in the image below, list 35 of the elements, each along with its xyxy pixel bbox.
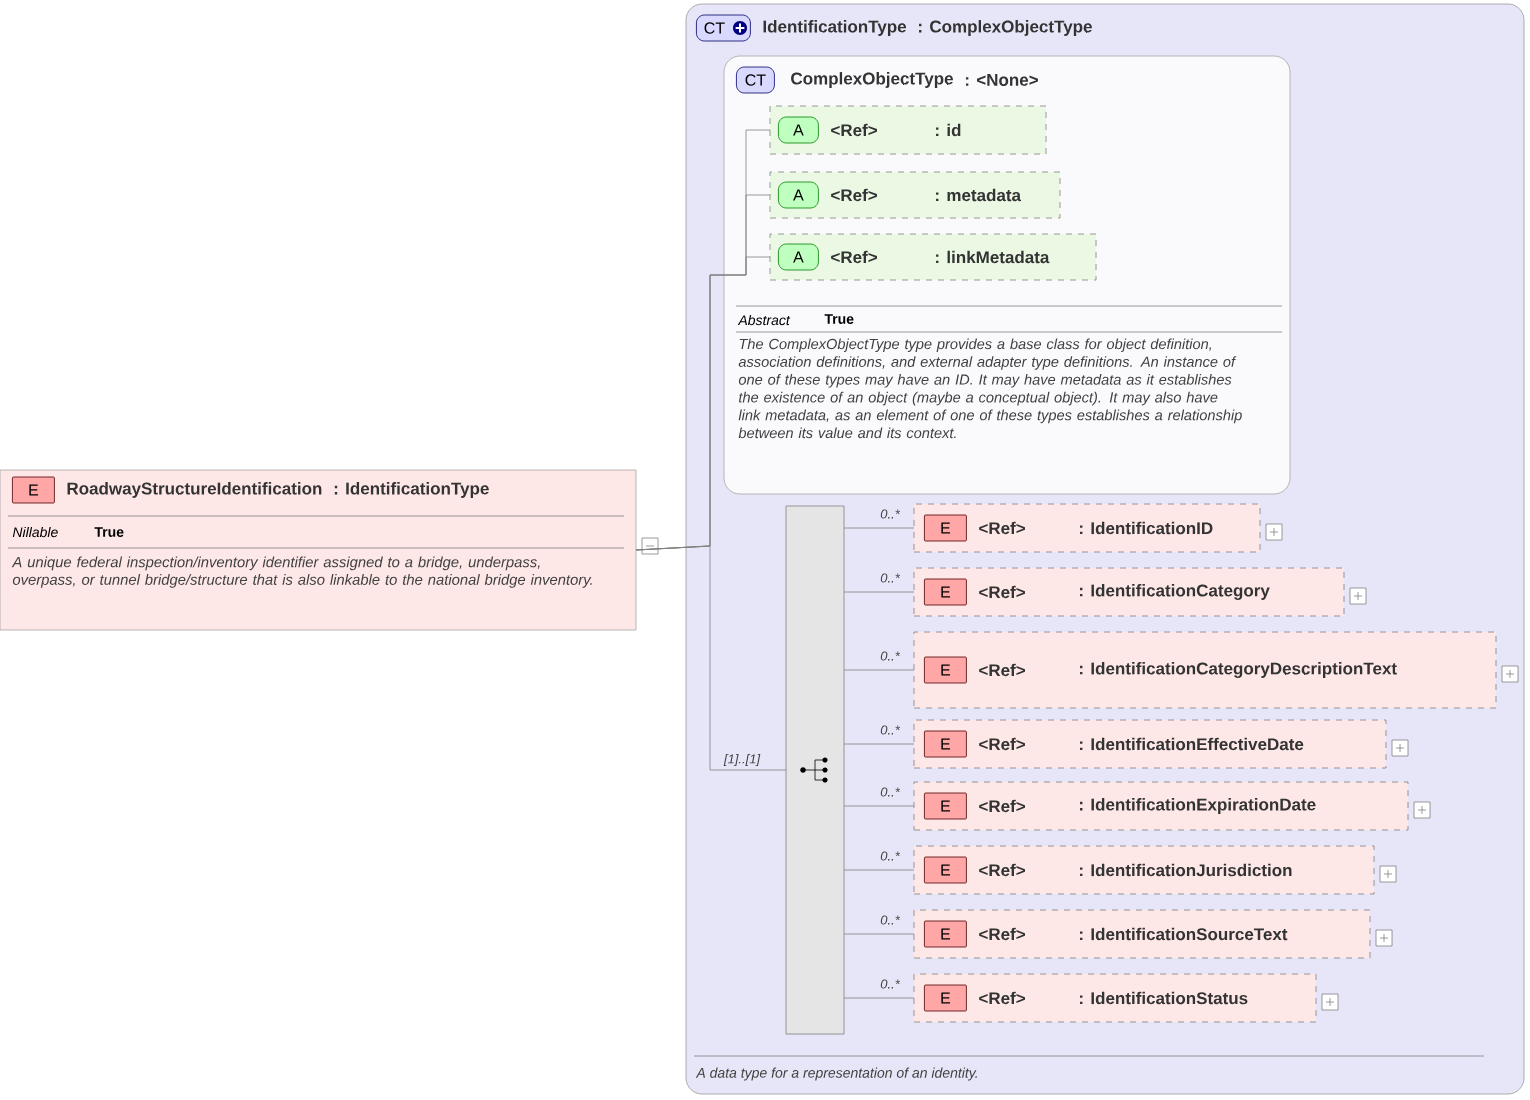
element-box: E <Ref> : IdentificationCategoryDescriptionText [913, 631, 1497, 709]
sequence-bar [785, 505, 845, 1035]
element-box: E <Ref> : IdentificationSourceText [913, 909, 1371, 959]
connector-line [843, 997, 915, 999]
element-box: E <Ref> : IdentificationCategory [913, 567, 1345, 617]
connector-line [843, 933, 915, 935]
type-badge: A [778, 116, 819, 144]
type-badge: E [924, 856, 967, 884]
type-badge: A [778, 243, 819, 271]
type-badge: CT [696, 14, 751, 42]
type-badge: E [12, 476, 55, 504]
type-badge: E [924, 984, 967, 1012]
connector-line [843, 805, 915, 807]
connector-line [635, 545, 787, 771]
type-badge: E [924, 578, 967, 606]
type-badge: A [778, 181, 819, 209]
element-box: E <Ref> : IdentificationStatus [913, 973, 1317, 1023]
element-box: E <Ref> : IdentificationEffectiveDate [913, 719, 1387, 769]
connector-line [843, 869, 915, 871]
type-badge: E [924, 656, 967, 684]
type-badge: E [924, 730, 967, 758]
connector-line [843, 743, 915, 745]
attribute-box: A <Ref> : metadata [769, 171, 1061, 219]
type-badge: E [924, 792, 967, 820]
element-box: E <Ref> : IdentificationExpirationDate [913, 781, 1409, 831]
connector-line [843, 669, 915, 671]
connector-line [843, 527, 915, 529]
type-badge: E [924, 920, 967, 948]
attribute-box: A <Ref> : linkMetadata [769, 233, 1097, 281]
element-box: E <Ref> : IdentificationJurisdiction [913, 845, 1375, 895]
type-badge: E [924, 514, 967, 542]
element-box: E <Ref> : IdentificationID [913, 503, 1261, 553]
connector-line [843, 591, 915, 593]
type-badge: CT [736, 66, 775, 94]
attribute-box: A <Ref> : id [769, 105, 1047, 155]
